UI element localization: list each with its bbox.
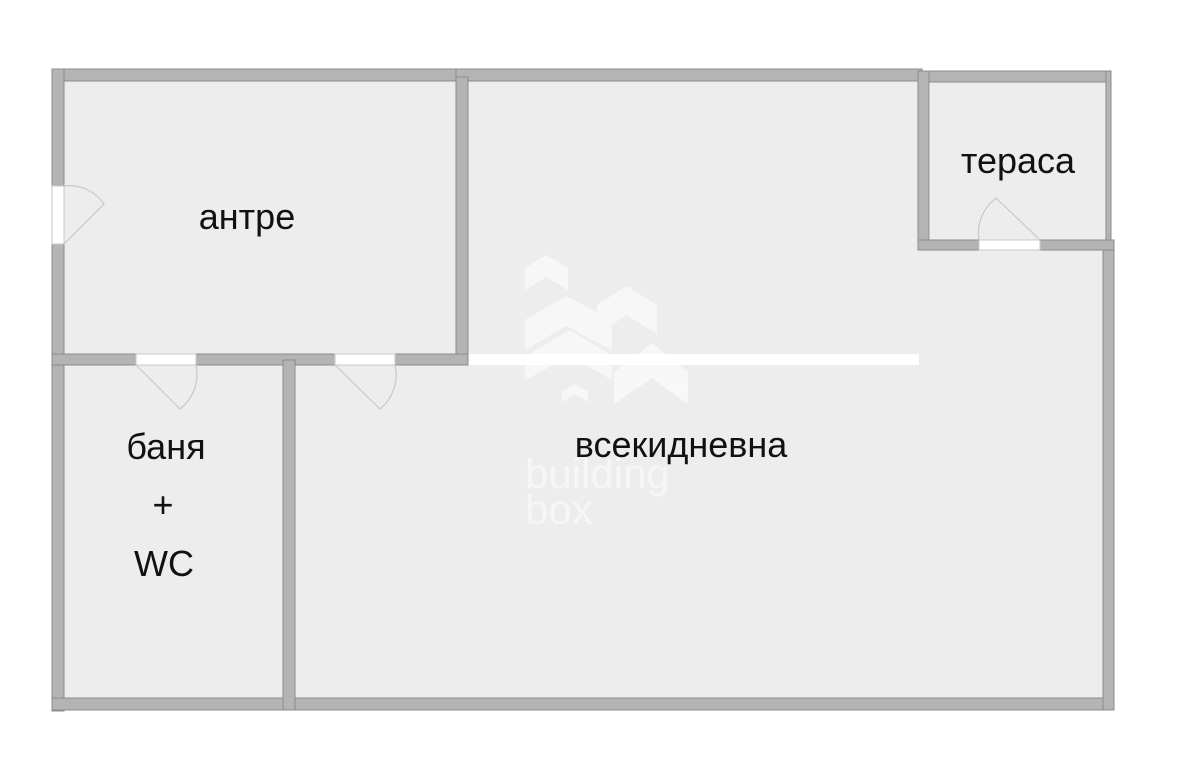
watermark-logo xyxy=(525,255,688,404)
watermark-shape-2 xyxy=(525,296,612,350)
watermark-shape-3 xyxy=(597,286,657,334)
door-living xyxy=(334,353,397,410)
room-label-bathroom-line2: + xyxy=(152,484,173,525)
doors xyxy=(51,185,1041,410)
watermark-shape-5 xyxy=(614,343,688,404)
wall-right xyxy=(1102,240,1115,711)
wall-bathroom-right xyxy=(282,359,296,711)
door-entrance-swing xyxy=(63,185,105,245)
watermark-line2: box xyxy=(525,486,593,533)
door-living-swing xyxy=(334,364,397,410)
door-terrace-swing xyxy=(977,197,1041,241)
floor-entrance xyxy=(64,80,456,354)
door-entrance xyxy=(51,185,105,245)
floor-terrace xyxy=(930,82,1106,240)
door-terrace xyxy=(977,197,1041,251)
floors xyxy=(64,80,1106,698)
floor-living-upper xyxy=(468,80,919,354)
watermark-line1: building xyxy=(525,450,670,497)
wall-terrace-left xyxy=(917,70,930,250)
wall-left xyxy=(51,68,65,712)
walls xyxy=(51,68,1115,712)
door-entrance-opening xyxy=(51,185,65,245)
wall-top-terrace xyxy=(917,70,1112,83)
floor-living-right xyxy=(919,250,1105,365)
watermark-shape-6 xyxy=(562,384,588,402)
door-living-opening xyxy=(334,353,396,366)
watermark-shape-4 xyxy=(525,330,612,380)
wall-bottom xyxy=(51,697,1115,711)
room-label-terrace: тераса xyxy=(961,140,1076,181)
door-terrace-opening xyxy=(978,239,1041,251)
wall-entrance-right xyxy=(455,76,469,366)
wall-entrance-bottom xyxy=(51,353,469,366)
room-label-living: всекидневна xyxy=(575,424,789,465)
door-bathroom xyxy=(135,353,198,410)
watermark-shape-1 xyxy=(525,255,568,290)
floor-bathroom xyxy=(64,365,283,698)
wall-top-left xyxy=(51,68,467,82)
room-label-entrance: антре xyxy=(199,196,295,237)
wall-terrace-right xyxy=(1105,70,1112,247)
room-label-bathroom-line1: баня xyxy=(126,426,205,467)
wall-top-middle xyxy=(455,68,923,82)
room-label-bathroom-line3: WC xyxy=(134,543,194,584)
door-bathroom-opening xyxy=(135,353,197,366)
floor-living-lower xyxy=(295,365,1105,698)
door-bathroom-swing xyxy=(135,364,198,410)
